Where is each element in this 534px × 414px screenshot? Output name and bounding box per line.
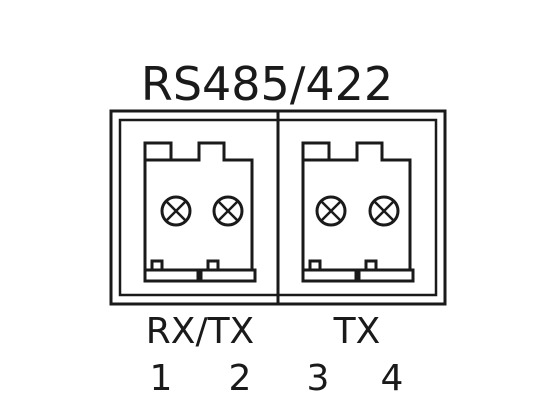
pin-number-2: 2 — [229, 358, 252, 399]
pin-2-contact — [199, 259, 257, 283]
terminal-block-left — [143, 141, 257, 283]
pin-number-1: 1 — [150, 358, 173, 399]
pin-3-contact — [301, 259, 358, 283]
pin-4-contact — [357, 259, 415, 283]
screw-x-icon — [315, 195, 347, 227]
group-label-tx: TX — [333, 311, 381, 352]
pin-number-3: 3 — [307, 358, 330, 399]
pin-1-contact — [143, 259, 200, 283]
screw-x-icon — [368, 195, 400, 227]
pin-number-4: 4 — [381, 358, 404, 399]
group-label-rx-tx: RX/TX — [146, 311, 254, 352]
connector-title: RS485/422 — [141, 57, 393, 111]
terminal-block-right — [301, 141, 415, 283]
screw-x-icon — [212, 195, 244, 227]
screw-x-icon — [160, 195, 192, 227]
terminal-block-left-body — [143, 141, 254, 272]
